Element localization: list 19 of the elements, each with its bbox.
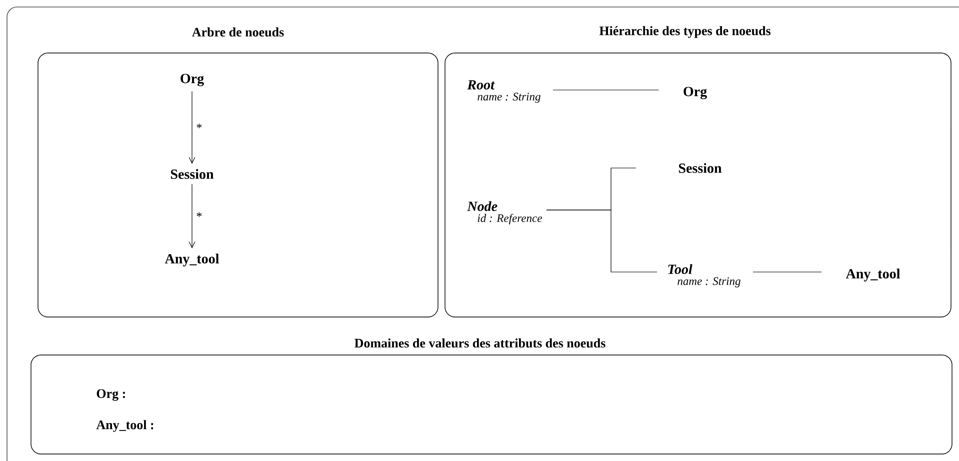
connector (546, 210, 658, 272)
panel-heading: Domaines de valeurs des attributs des noeuds (354, 338, 606, 348)
type-name: Org (180, 74, 204, 86)
type-name: Any_tool (846, 268, 900, 282)
type-name: Any_tool (164, 254, 219, 266)
edge-label: * (196, 212, 202, 217)
attribute-label: Any_tool : (96, 420, 154, 432)
panel-heading: Hiérarchie des types de noeuds (599, 26, 770, 38)
type-name: Session (170, 169, 214, 179)
attribute-label: Org : (96, 389, 125, 401)
type-name: Session (678, 163, 722, 173)
class-label: Node id : Reference (467, 201, 542, 224)
class-label: Root name : String (467, 80, 540, 103)
type-name: Org (684, 86, 707, 100)
panel-heading: Arbre de noeuds (192, 27, 284, 37)
edge-label: * (196, 124, 202, 128)
connector (188, 184, 196, 248)
class-label: Tool name : String (668, 264, 740, 288)
connector (188, 91, 196, 164)
